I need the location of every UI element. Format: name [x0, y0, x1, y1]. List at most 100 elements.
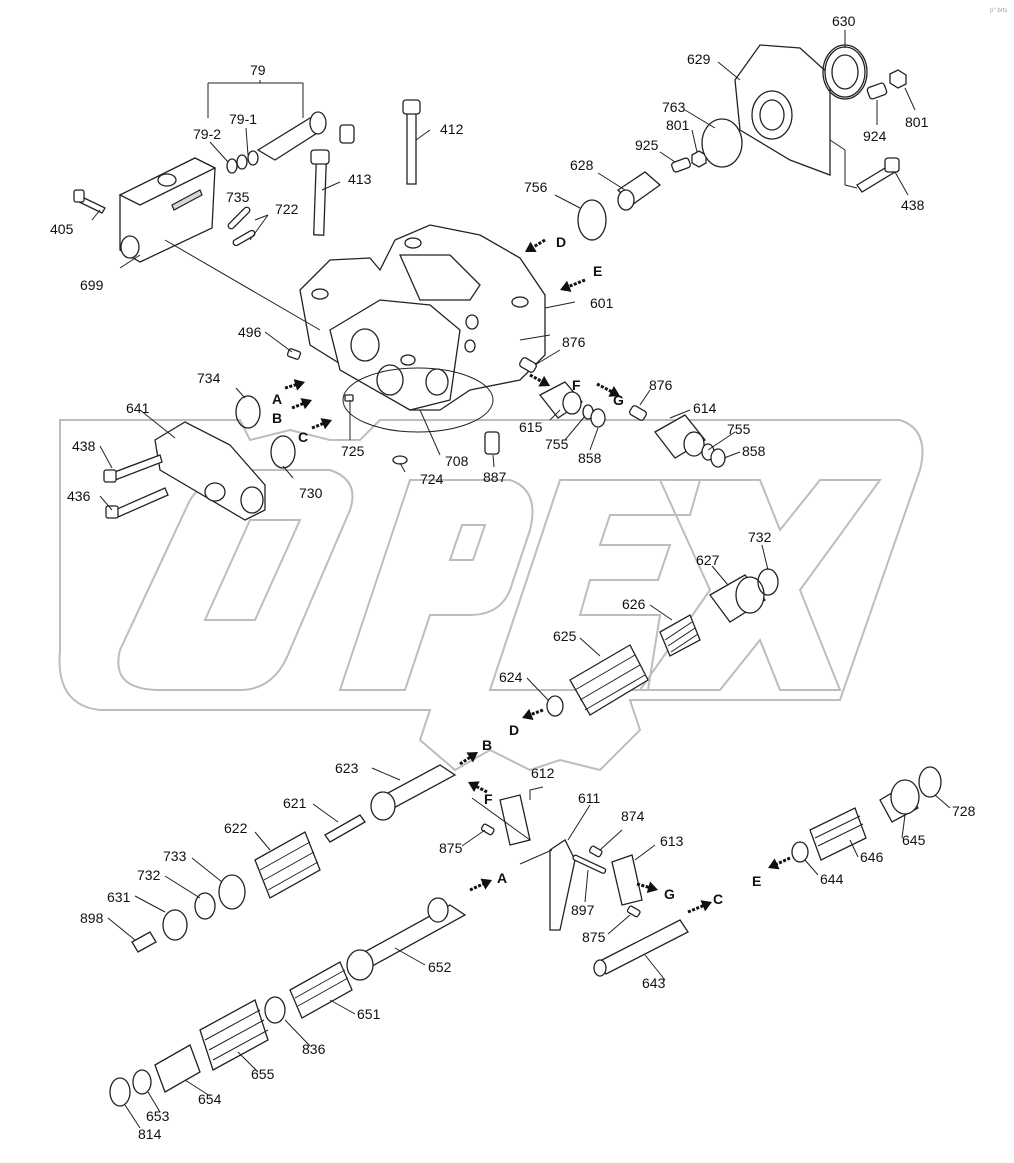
- part-label-725: 725: [341, 443, 365, 459]
- plug-627: [709, 574, 766, 623]
- flow-arrow-A-low: A: [469, 870, 507, 892]
- arrow-label-E-low: E: [752, 873, 761, 889]
- washer-653: [132, 1069, 152, 1095]
- arrow-label-D-top: D: [556, 234, 566, 250]
- arrow-head: [608, 386, 620, 397]
- lever-612: [499, 794, 531, 846]
- fitting-628: [617, 171, 662, 211]
- arrow-head: [525, 241, 537, 252]
- pins-874-875-897: [480, 823, 641, 918]
- arrow-head: [466, 752, 478, 763]
- spring-655: [199, 999, 269, 1071]
- part-label-643: 643: [642, 975, 666, 991]
- part-label-801a: 801: [666, 117, 690, 133]
- part-label-631: 631: [107, 889, 131, 905]
- part-label-898: 898: [80, 910, 104, 926]
- arrow-label-G-low: G: [664, 886, 675, 902]
- part-label-732a: 732: [748, 529, 772, 545]
- arrow-label-F-body: F: [572, 377, 581, 393]
- part-label-734: 734: [197, 370, 221, 386]
- part-label-624: 624: [499, 669, 523, 685]
- arrow-head: [293, 379, 305, 391]
- part-label-733: 733: [163, 848, 187, 864]
- part-label-613: 613: [660, 833, 684, 849]
- pin-643: [593, 919, 689, 977]
- part-label-496: 496: [238, 324, 262, 340]
- part-label-732b: 732: [137, 867, 161, 883]
- orings-734-730: [235, 395, 296, 469]
- spring-651: [289, 961, 353, 1019]
- arrow-shaft: [565, 278, 586, 290]
- flow-arrow-D-top: D: [525, 234, 566, 252]
- rings-755-858: [582, 404, 726, 468]
- part-label-652: 652: [428, 959, 452, 975]
- oring-756: [577, 199, 607, 241]
- arrow-head: [700, 900, 712, 912]
- cover-641: [154, 421, 266, 521]
- arrow-head: [768, 858, 780, 870]
- arrow-label-G-body: G: [613, 392, 624, 408]
- arrow-head: [646, 881, 658, 894]
- part-label-79-1: 79-1: [229, 111, 257, 127]
- flow-arrow-B-body: B: [272, 398, 312, 426]
- arrow-shaft: [291, 400, 307, 410]
- part-label-755a: 755: [545, 436, 569, 452]
- sleeve-614: [654, 414, 706, 459]
- corner-stamp: p° brts: [990, 8, 1007, 14]
- part-label-641: 641: [126, 400, 150, 416]
- arrow-head: [468, 781, 480, 792]
- part-label-630: 630: [832, 13, 856, 29]
- flow-arrow-E-low: E: [752, 856, 791, 889]
- part-number-labels: 7979-179-2405699735722413412630629763801…: [50, 13, 976, 1142]
- part-label-646: 646: [860, 849, 884, 865]
- part-label-621: 621: [283, 795, 307, 811]
- part-label-876b: 876: [649, 377, 673, 393]
- orings-722-735: [227, 206, 256, 247]
- plug-898: [131, 931, 157, 953]
- arrow-shaft: [596, 382, 616, 395]
- spring-626: [659, 614, 701, 657]
- arrow-label-B-body: B: [272, 410, 282, 426]
- part-label-876a: 876: [562, 334, 586, 350]
- part-label-413: 413: [348, 171, 372, 187]
- part-label-858b: 858: [742, 443, 766, 459]
- arrow-label-D-mid: D: [509, 722, 519, 738]
- part-label-801b: 801: [905, 114, 929, 130]
- part-label-438b: 438: [72, 438, 96, 454]
- part-label-612: 612: [531, 765, 555, 781]
- bolts-438-436-left: [103, 454, 169, 519]
- spring-654: [154, 1044, 201, 1093]
- bolt-405: [73, 189, 106, 214]
- arrow-head: [480, 878, 492, 890]
- valve-body-601: [299, 224, 546, 433]
- flow-arrow-C-body: C: [298, 418, 332, 445]
- part-label-897: 897: [571, 902, 595, 918]
- flow-arrow-F-mid: F: [468, 781, 493, 807]
- part-label-722: 722: [275, 201, 299, 217]
- bolt-412: [402, 99, 421, 185]
- part-label-438a: 438: [901, 197, 925, 213]
- ring-624: [546, 695, 564, 717]
- nut-801: [889, 69, 907, 89]
- flow-arrow-B-mid: B: [459, 737, 492, 766]
- part-label-699: 699: [80, 277, 104, 293]
- spring-646: [809, 807, 867, 861]
- spool-623: [370, 764, 457, 821]
- part-label-625: 625: [553, 628, 577, 644]
- part-label-755b: 755: [727, 421, 751, 437]
- part-label-763: 763: [662, 99, 686, 115]
- flow-arrow-G-low: G: [636, 881, 675, 902]
- arrow-label-C-low: C: [713, 891, 723, 907]
- part-label-836: 836: [302, 1041, 326, 1057]
- arrow-label-A-body: A: [272, 391, 282, 407]
- part-label-628: 628: [570, 157, 594, 173]
- orings-79-1-79-2: [226, 150, 259, 174]
- part-label-874: 874: [621, 808, 645, 824]
- part-label-611: 611: [578, 790, 601, 806]
- arrow-label-F-mid: F: [484, 791, 493, 807]
- spring-622: [254, 831, 321, 899]
- arrow-shaft: [472, 783, 488, 794]
- block-629: [734, 44, 866, 176]
